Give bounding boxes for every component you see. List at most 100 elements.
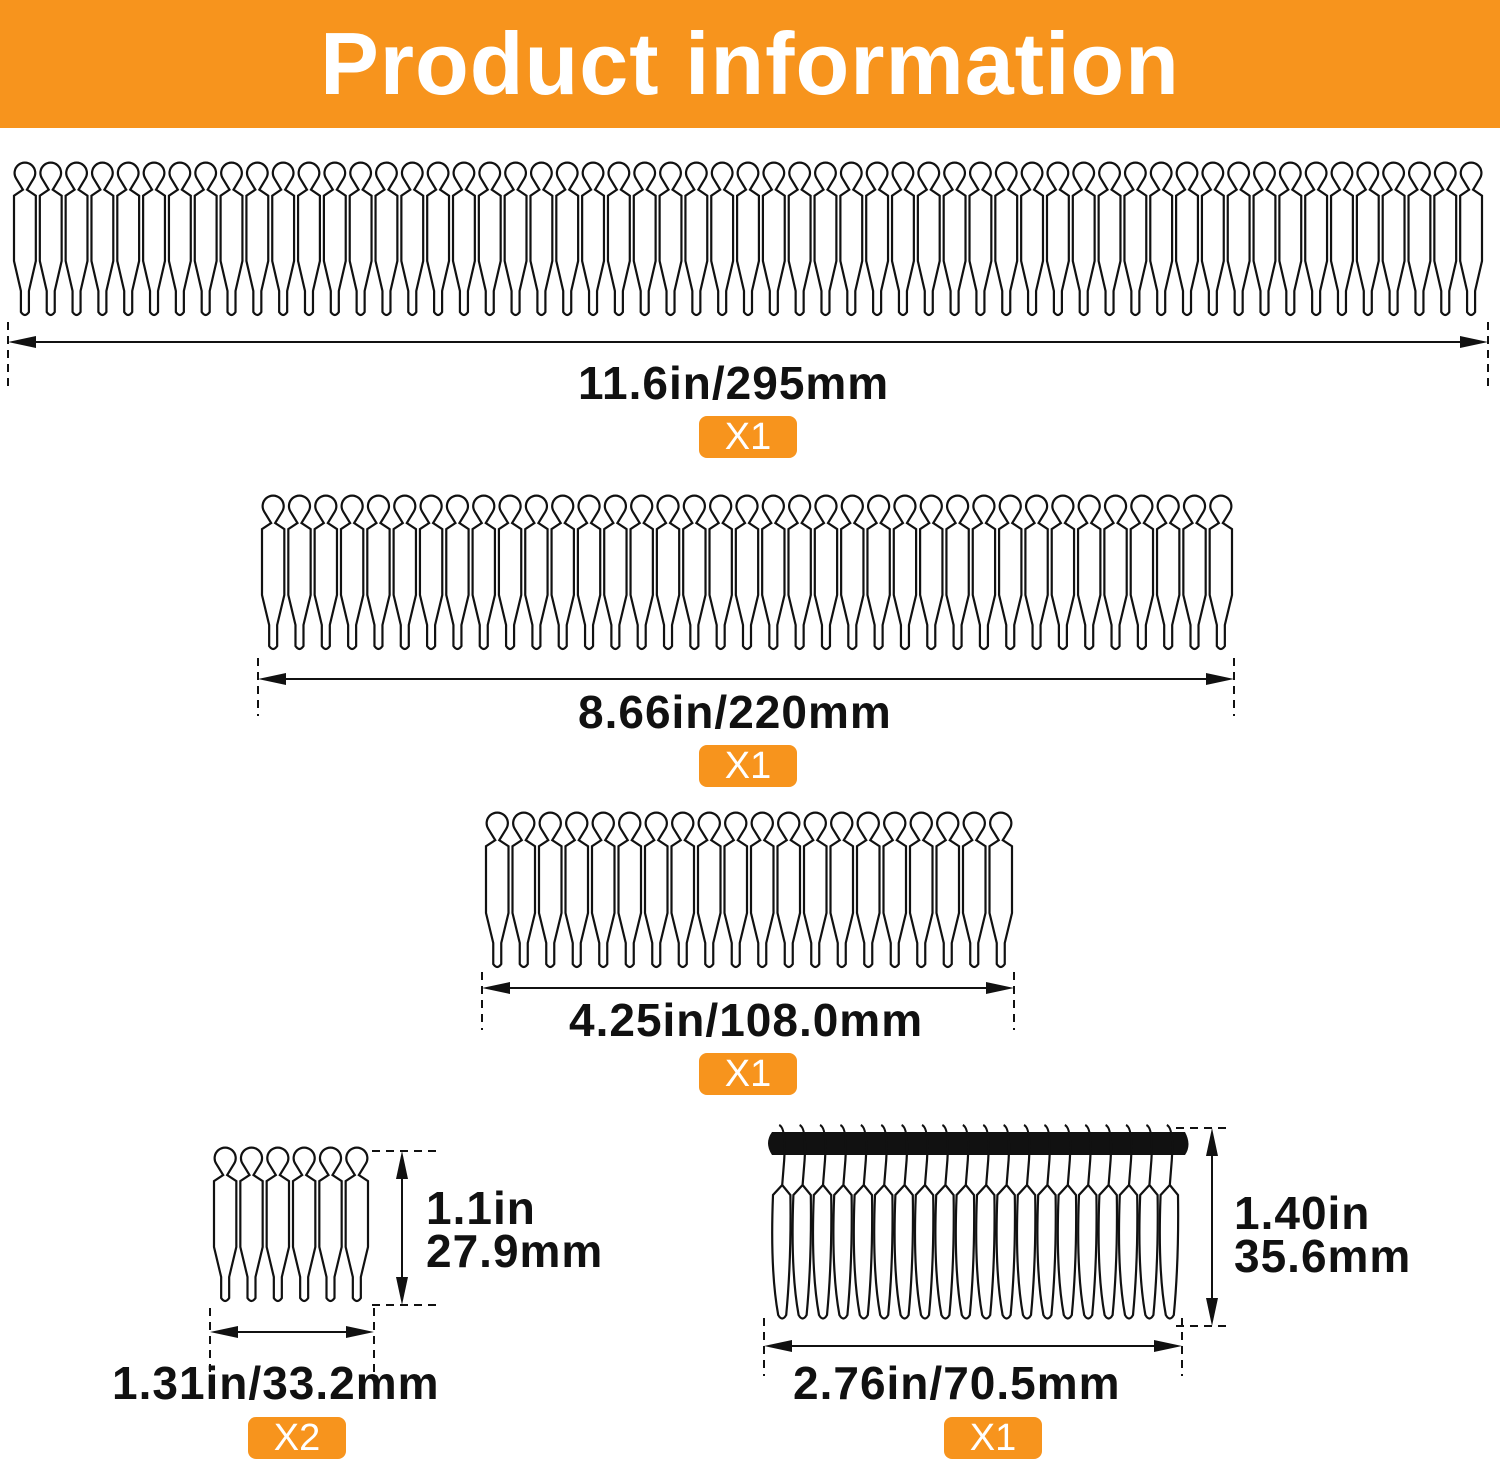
comb-1-width-label: 11.6in/295mm (578, 357, 890, 409)
comb-tooth (1045, 161, 1070, 317)
comb-tooth (271, 161, 296, 317)
comb-tooth (1050, 494, 1076, 651)
comb-4-height-arrow-head-bottom (396, 1277, 408, 1305)
comb-tooth (945, 494, 970, 651)
comb-tooth (942, 161, 967, 317)
comb-tooth (658, 161, 683, 317)
comb-tooth (1036, 1123, 1057, 1320)
comb-1-drawing (12, 161, 1484, 317)
comb-tooth (212, 1146, 238, 1303)
comb-tooth (90, 161, 115, 317)
comb-tooth (908, 811, 934, 969)
comb-tooth (682, 494, 707, 651)
comb-tooth (524, 494, 549, 651)
comb-tooth (1208, 494, 1234, 651)
comb-tooth (260, 494, 286, 651)
comb-tooth (555, 161, 580, 317)
comb-tooth (1024, 494, 1049, 651)
comb-tooth (529, 161, 554, 317)
comb-tooth (590, 811, 616, 969)
header-banner: Product information (0, 0, 1500, 128)
comb-tooth (426, 161, 451, 317)
comb-5-drawing (771, 1123, 1180, 1320)
comb-tooth (1182, 494, 1207, 651)
comb-tooth (670, 811, 696, 969)
comb-tooth (1071, 161, 1096, 317)
comb-tooth (994, 161, 1019, 317)
comb-tooth (603, 494, 628, 651)
comb-tooth (296, 161, 321, 317)
comb-tooth (934, 1123, 955, 1320)
comb-2-width-label: 8.66in/220mm (578, 686, 892, 738)
comb-tooth (882, 811, 908, 969)
comb-tooth (1077, 1123, 1098, 1320)
comb-2-width-arrow-head-left (258, 673, 286, 685)
comb-tooth (38, 161, 63, 317)
comb-tooth (537, 811, 563, 969)
comb-tooth (348, 161, 373, 317)
comb-tooth (873, 1123, 894, 1320)
comb-tooth (632, 161, 657, 317)
comb-2-drawing (260, 494, 1234, 651)
comb-3-width-arrow-head-right (986, 982, 1014, 994)
comb-tooth (1155, 494, 1181, 651)
comb-tooth (723, 811, 749, 969)
comb-tooth (708, 494, 733, 651)
comb-5-height-mm-label: 35.6mm (1234, 1230, 1412, 1282)
comb-tooth (167, 161, 192, 317)
comb-tooth (1381, 161, 1406, 317)
comb-tooth (865, 161, 890, 317)
comb-3-drawing (484, 811, 1014, 969)
comb-2-width-arrow-head-right (1206, 673, 1234, 685)
comb-tooth (287, 494, 312, 651)
comb-tooth (1175, 161, 1200, 317)
comb-tooth (64, 161, 89, 317)
comb-tooth (576, 494, 602, 651)
comb-tooth (1278, 161, 1303, 317)
comb-tooth (776, 811, 802, 969)
comb-tooth (564, 811, 590, 969)
comb-1-width-arrow-head-right (1460, 336, 1488, 348)
comb-tooth (866, 494, 891, 651)
comb-tooth (1158, 1123, 1180, 1320)
comb-tooth (392, 494, 418, 651)
comb-2-quantity-badge: X1 (699, 745, 797, 787)
comb-tooth (791, 1123, 813, 1320)
comb-tooth (840, 494, 865, 651)
comb-5-height-arrow-head-top (1206, 1128, 1218, 1156)
comb-tooth (892, 494, 918, 651)
comb-tooth (1252, 161, 1277, 317)
comb-tooth (366, 494, 391, 651)
comb-5-bar (768, 1132, 1189, 1155)
comb-tooth (913, 1123, 935, 1320)
comb-tooth (954, 1123, 976, 1320)
comb-tooth (935, 811, 961, 969)
comb-4-width-arrow-head-right (346, 1326, 374, 1338)
comb-5-height-in-label: 1.40in (1234, 1187, 1371, 1239)
comb-tooth (1020, 161, 1045, 317)
comb-tooth (193, 161, 218, 317)
comb-tooth (12, 161, 37, 317)
comb-3-width-label: 4.25in/108.0mm (569, 994, 924, 1046)
comb-tooth (852, 1123, 874, 1320)
comb-tooth (1200, 161, 1225, 317)
comb-tooth (322, 161, 347, 317)
comb-tooth (761, 494, 786, 651)
comb-tooth (550, 494, 575, 651)
comb-tooth (245, 161, 270, 317)
comb-tooth (893, 1123, 915, 1320)
comb-tooth (1117, 1123, 1139, 1320)
comb-tooth (1304, 161, 1329, 317)
comb-tooth (1433, 161, 1458, 317)
comb-tooth (710, 161, 735, 317)
comb-tooth (811, 1123, 833, 1320)
comb-tooth (484, 811, 510, 969)
comb-tooth (1149, 161, 1174, 317)
comb-tooth (313, 494, 339, 651)
comb-tooth (344, 1146, 370, 1303)
comb-tooth (684, 161, 709, 317)
comb-tooth (968, 161, 993, 317)
comb-tooth (629, 494, 654, 651)
comb-tooth (735, 161, 761, 317)
comb-tooth (339, 494, 365, 651)
